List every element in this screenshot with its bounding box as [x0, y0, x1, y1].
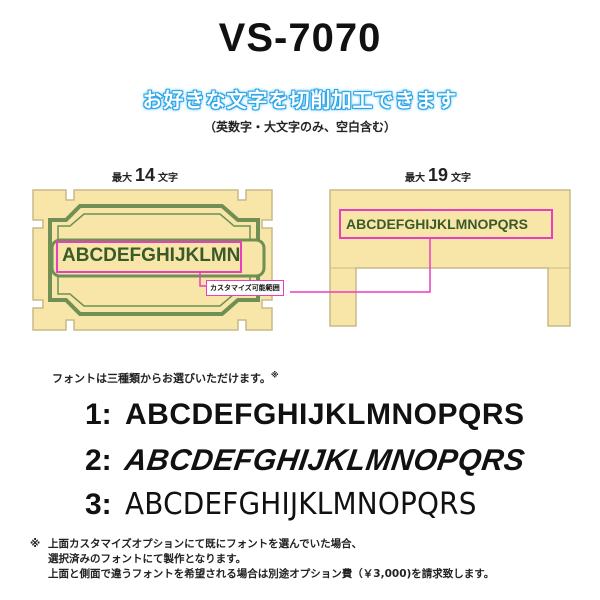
footnote: ※ 上面カスタマイズオプションにて既にフォントを選んでいた場合、 選択済みのフォン…: [30, 537, 494, 582]
left-sample-text: ABCDEFGHIJKLMN: [62, 245, 241, 266]
font-sample-3: ABCDEFGHIJKLMNOPQRS: [125, 487, 477, 522]
font-option-3: 3: ABCDEFGHIJKLMNOPQRS: [85, 487, 503, 522]
font-intro-mark: ※: [270, 370, 279, 380]
customizable-area-callout: カスタマイズ可能範囲: [206, 280, 284, 296]
footnote-line-3: 上面と側面で違うフォントを希望される場合は別途オプション費（￥3,000)を請求…: [48, 568, 495, 580]
left-custom-area-highlight: [56, 241, 242, 273]
right-custom-area-highlight: [339, 209, 553, 239]
engraving-headline: お好きな文字を切削加工できます: [142, 88, 458, 112]
font-number-2: 2:: [85, 444, 112, 477]
font-option-1: 1: ABCDEFGHIJKLMNOPQRS: [85, 397, 525, 432]
footnote-mark: ※: [30, 538, 41, 550]
font-sample-2: ABCDEFGHIJKLMNOPQRS: [122, 444, 527, 477]
font-intro-label: フォントは三種類からお選びいただけます。: [52, 372, 271, 385]
right-max-prefix: 最大: [405, 173, 425, 184]
callout-connectors: [199, 238, 431, 293]
footnote-line-2: 選択済みのフォントにて製作となります。: [48, 553, 247, 565]
product-diagram: [32, 189, 571, 331]
left-max-suffix: 文字: [158, 173, 179, 184]
right-sample-text: ABCDEFGHIJKLMNOPQRS: [346, 216, 529, 232]
left-max-count: 14: [135, 165, 156, 185]
font-number-3: 3:: [85, 488, 112, 521]
font-sample-1: ABCDEFGHIJKLMNOPQRS: [125, 398, 525, 431]
font-intro-text: フォントは三種類からお選びいただけます。※: [52, 370, 279, 386]
character-restriction-note: （英数字・大文字のみ、空白含む）: [203, 120, 396, 134]
product-title: VS-7070: [218, 16, 382, 60]
font-option-2: 2: ABCDEFGHIJKLMNOPQRS: [85, 443, 527, 478]
right-max-suffix: 文字: [451, 173, 472, 184]
footnote-line-1: 上面カスタマイズオプションにて既にフォントを選んでいた場合、: [48, 538, 363, 550]
side-view-drawing: [329, 189, 571, 327]
font-number-1: 1:: [85, 398, 112, 431]
left-max-prefix: 最大: [112, 173, 132, 184]
right-max-count: 19: [428, 165, 449, 185]
